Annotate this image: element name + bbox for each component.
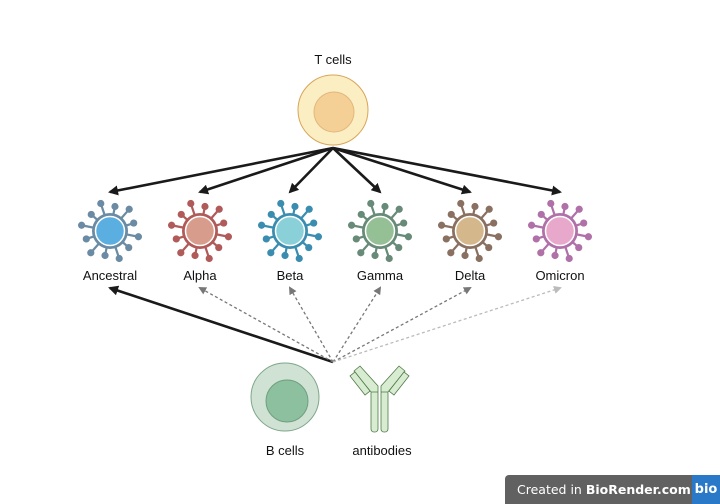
t-cell-icon bbox=[297, 74, 369, 146]
biorender-logo: bio bbox=[692, 475, 720, 504]
virus-ancestral-icon bbox=[77, 199, 143, 263]
tcell-arrow-ancestral bbox=[108, 146, 334, 196]
virus-omicron-icon bbox=[527, 199, 593, 263]
variant-label-beta: Beta bbox=[276, 268, 304, 283]
biorender-watermark[interactable]: Created in BioRender.com bio bbox=[505, 475, 720, 504]
variant-label-alpha: Alpha bbox=[183, 268, 217, 283]
antibody-icon bbox=[349, 365, 410, 433]
bcell-arrow-gamma bbox=[332, 286, 382, 363]
t-cells-label: T cells bbox=[314, 52, 352, 67]
variant-label-delta: Delta bbox=[454, 268, 486, 283]
tcell-arrow-gamma bbox=[332, 147, 382, 194]
virus-beta-icon bbox=[257, 199, 323, 263]
antibodies-label: antibodies bbox=[352, 443, 412, 458]
bcell-arrow-alpha bbox=[198, 287, 334, 363]
variant-label-gamma: Gamma bbox=[356, 268, 404, 283]
b-cells-label: B cells bbox=[265, 443, 305, 458]
b-cell-icon bbox=[250, 362, 320, 432]
bcell-arrow-omicron bbox=[332, 286, 562, 363]
watermark-prefix: Created in bbox=[517, 482, 586, 497]
tcell-arrow-beta bbox=[288, 147, 334, 194]
watermark-brand: BioRender.com bbox=[585, 482, 691, 497]
variant-label-omicron: Omicron bbox=[535, 268, 585, 283]
variant-label-ancestral: Ancestral bbox=[82, 268, 138, 283]
virus-gamma-icon bbox=[347, 199, 413, 263]
tcell-arrow-alpha bbox=[198, 146, 334, 195]
bcell-arrow-delta bbox=[332, 287, 472, 363]
tcell-arrow-delta bbox=[332, 146, 472, 195]
virus-alpha-icon bbox=[167, 199, 233, 263]
tcell-arrow-omicron bbox=[332, 146, 562, 196]
bcell-arrow-ancestral bbox=[108, 285, 334, 364]
virus-delta-icon bbox=[437, 199, 503, 263]
